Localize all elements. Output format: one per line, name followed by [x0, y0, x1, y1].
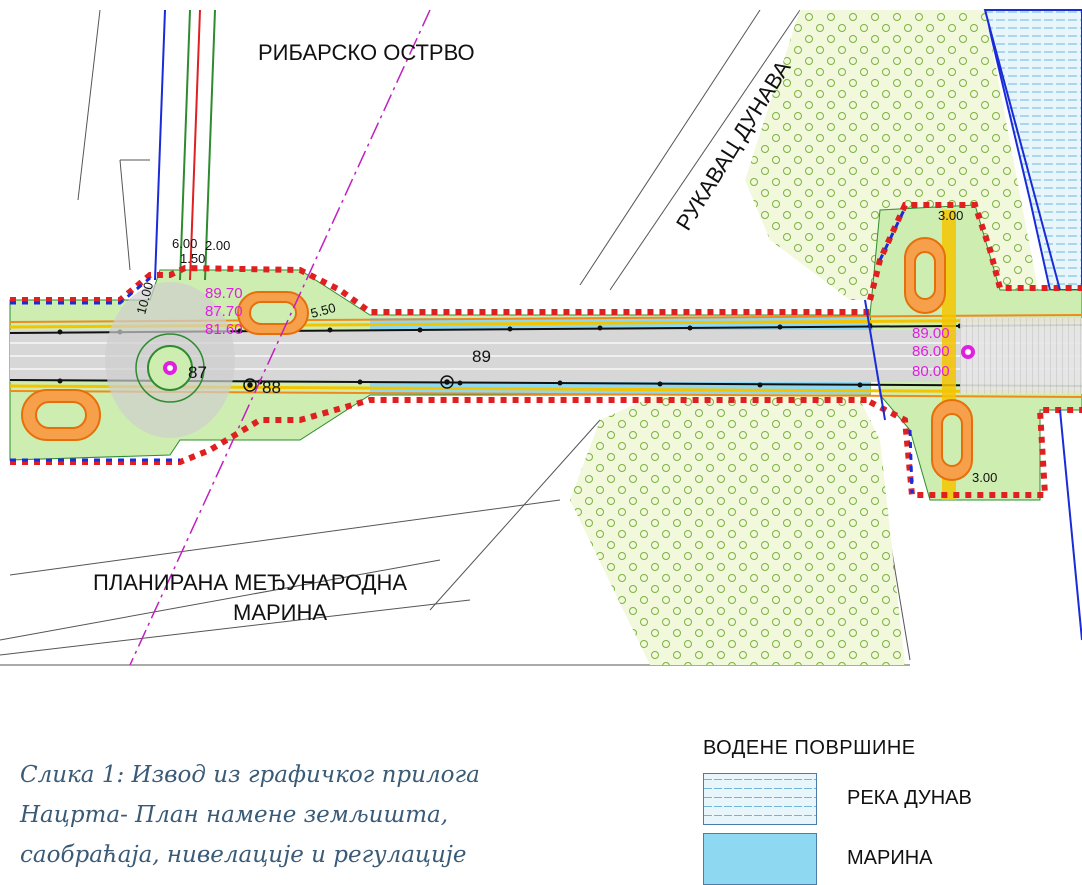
caption-line-2: Нацрта- План намене земљишта,	[20, 802, 449, 828]
dim-w6: 5.50	[309, 300, 337, 321]
dim-w2: 2.00	[205, 238, 230, 253]
dim-w5: 3.00	[972, 470, 997, 485]
elevation-marker-left	[163, 361, 177, 375]
elev-left-3: 81.60	[205, 321, 243, 338]
elev-right-3: 80.00	[912, 363, 950, 380]
dim-w4: 3.00	[938, 208, 963, 223]
station-89: 89	[472, 347, 491, 366]
label-marina-2: МАРИНА	[233, 600, 327, 625]
figure-caption: Слика 1: Извод из графичког прилога Нацр…	[20, 755, 490, 875]
legend-label-marina: МАРИНА	[847, 847, 933, 869]
bridge-crossing	[960, 318, 1082, 394]
label-island: РИБАРСКО ОСТРВО	[258, 40, 475, 65]
station-88: 88	[262, 378, 281, 397]
elev-right-2: 86.00	[912, 343, 950, 360]
bank-lower	[570, 380, 905, 665]
caption-line-3: саобраћаја, нивелације и регулације	[20, 842, 467, 868]
dim-w3: 1.50	[180, 251, 205, 266]
elev-left-2: 87.70	[205, 303, 243, 320]
axis-line	[129, 9, 431, 666]
legend-swatch-marina	[703, 833, 817, 885]
legend-swatch-river	[703, 773, 817, 825]
dim-w1: 6.00	[172, 236, 197, 251]
station-87: 87	[188, 363, 207, 382]
caption-line-1: Слика 1: Извод из графичког прилога	[20, 762, 480, 788]
elev-right-1: 89.00	[912, 325, 950, 342]
label-marina-1: ПЛАНИРАНА МЕЂУНАРОДНА	[93, 570, 407, 595]
map-view: РИБАРСКО ОСТРВО РУКАВАЦ ДУНАВА ПЛАНИРАНА…	[0, 9, 1082, 666]
legend-title: ВОДЕНЕ ПОВРШИНЕ	[703, 737, 916, 759]
cadastral-lines	[0, 9, 911, 666]
legend-label-river: РЕКА ДУНАВ	[847, 787, 972, 809]
elevation-marker-right	[961, 345, 975, 359]
parking-ovals	[21, 237, 973, 481]
elev-left-1: 89.70	[205, 285, 243, 302]
